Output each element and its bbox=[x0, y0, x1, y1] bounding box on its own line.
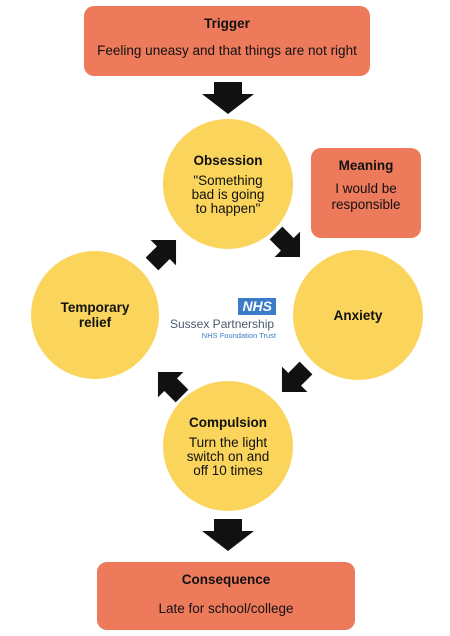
arrow-relief-to-obsession bbox=[145, 239, 177, 271]
compulsion-text: Turn the light switch on and off 10 time… bbox=[186, 434, 270, 478]
meaning-title: Meaning bbox=[338, 158, 394, 173]
relief-circle: Temporary relief bbox=[31, 251, 159, 379]
arrow-down-trigger-to-obsession bbox=[202, 82, 254, 114]
trigger-title: Trigger bbox=[204, 16, 250, 31]
meaning-text: I would be responsible bbox=[331, 181, 401, 212]
trigger-box: Trigger Feeling uneasy and that things a… bbox=[84, 6, 370, 76]
trigger-text: Feeling uneasy and that things are not r… bbox=[97, 43, 357, 58]
nhs-badge: NHS bbox=[238, 298, 276, 315]
nhs-logo: NHS Sussex Partnership NHS Foundation Tr… bbox=[170, 298, 280, 340]
meaning-box: Meaning I would be responsible bbox=[311, 148, 421, 238]
arrow-anxiety-to-compulsion bbox=[281, 361, 313, 393]
consequence-text: Late for school/college bbox=[158, 601, 294, 616]
obsession-text: "Something bad is going to happen" bbox=[191, 172, 265, 216]
org-subtitle: NHS Foundation Trust bbox=[201, 331, 276, 340]
consequence-title: Consequence bbox=[181, 572, 271, 587]
compulsion-title: Compulsion bbox=[189, 414, 267, 430]
anxiety-circle: Anxiety bbox=[293, 250, 423, 380]
consequence-box: Consequence Late for school/college bbox=[97, 562, 355, 630]
obsession-circle: Obsession "Something bad is going to hap… bbox=[163, 119, 293, 249]
org-name: Sussex Partnership bbox=[170, 317, 275, 331]
compulsion-circle: Compulsion Turn the light switch on and … bbox=[163, 381, 293, 511]
arrow-obsession-to-anxiety bbox=[269, 226, 301, 258]
arrow-compulsion-to-relief bbox=[157, 371, 189, 403]
obsession-title: Obsession bbox=[193, 152, 263, 168]
arrow-down-compulsion-to-consequence bbox=[202, 519, 254, 551]
relief-title: Temporary relief bbox=[60, 300, 130, 330]
anxiety-title: Anxiety bbox=[333, 307, 383, 323]
